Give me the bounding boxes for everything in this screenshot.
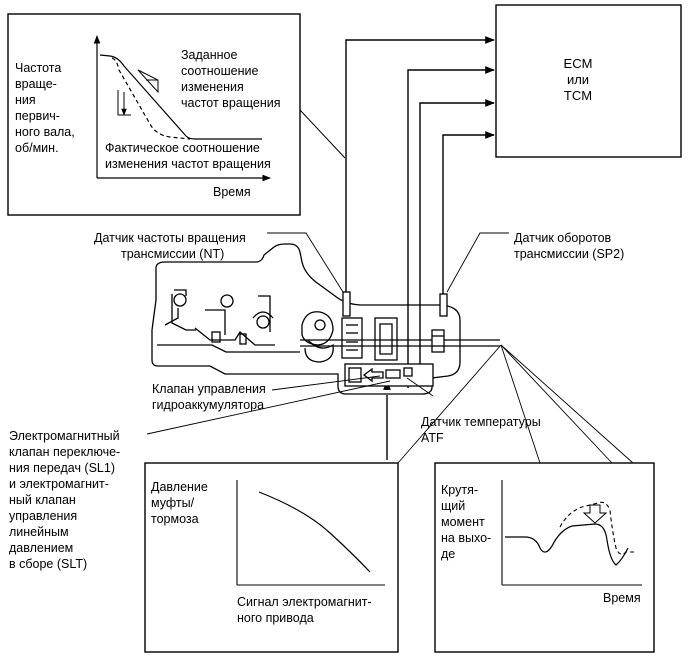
ecm-line-3: TCM [564, 88, 592, 103]
target-curve [99, 54, 262, 140]
torque-y-label-2: щий [441, 499, 465, 513]
speed-chart-panel: Частота враще- ния первич- ного вала, об… [7, 13, 346, 216]
target-label-2: соотношение [181, 64, 258, 78]
ecm-tcm-box: ECM или TCM [495, 4, 682, 158]
speed-y-label-2: враще- [15, 77, 57, 91]
pressure-x-label-2: ного привода [237, 611, 314, 625]
speed-y-label-4: первич- [15, 109, 60, 123]
transmission-case [151, 243, 461, 395]
ecm-line-1: ECM [564, 56, 593, 71]
torque-curve-solid [505, 523, 629, 566]
transmission-assembly [151, 243, 500, 395]
solenoid-label-3: ния передач (SL1) [9, 461, 115, 475]
pressure-y-label-3: тормоза [151, 512, 199, 526]
solenoid-label-5: ный клапан [9, 493, 76, 507]
callout-leaders [146, 232, 634, 464]
target-label-3: изменения [181, 80, 244, 94]
target-label-1: Заданное [181, 48, 238, 62]
accumulator-valve-label-2: гидроаккумулятора [152, 398, 264, 412]
torque-y-label-4: на выхо- [441, 531, 491, 545]
atf-sensor-label-2: ATF [421, 431, 444, 445]
solenoid-label-1: Электромагнитный [9, 429, 120, 443]
signal-lines [345, 36, 495, 460]
torque-y-label-3: момент [441, 515, 485, 529]
atf-sensor-label-1: Датчик температуры [421, 415, 541, 429]
torque-x-label: Время [603, 591, 641, 605]
solenoid-label-6: управления [9, 509, 77, 523]
torque-y-label-1: Крутя- [441, 483, 478, 497]
actual-curve [111, 57, 191, 140]
nt-sensor-label-1: Датчик частоты вращения [94, 231, 246, 245]
torque-chart-panel: Крутя- щий момент на выхо- де Время [434, 462, 655, 653]
speed-y-label-3: ния [15, 93, 36, 107]
speed-x-label: Время [213, 185, 251, 199]
speed-y-label-1: Частота [15, 61, 61, 75]
solenoid-label-7: линейным [9, 525, 69, 539]
target-label-4: частот вращения [181, 96, 280, 110]
torque-curve-dashed [559, 501, 636, 555]
solenoid-label-4: и электромагнит- [9, 477, 109, 491]
pressure-curve [258, 491, 371, 573]
actual-label-2: изменения частот вращения [105, 157, 271, 171]
actual-label-1: Фактическое соотношение [105, 141, 260, 155]
pressure-y-label-2: муфты/ [151, 496, 195, 510]
accumulator-valve-label-1: Клапан управления [152, 382, 266, 396]
torque-y-label-5: де [441, 547, 455, 561]
speed-y-label-6: об/мин. [15, 141, 59, 155]
sp2-sensor-label-2: трансмиссии (SP2) [514, 247, 624, 261]
pressure-chart-panel: Давление муфты/ тормоза Сигнал электрома… [144, 462, 399, 653]
nt-sensor-label-2: трансмиссии (NT) [121, 247, 224, 261]
ecm-line-2: или [567, 72, 589, 87]
pressure-y-label-1: Давление [151, 480, 208, 494]
solenoid-label-9: в сборе (SLT) [9, 557, 87, 571]
pressure-x-label-1: Сигнал электромагнит- [237, 595, 372, 609]
solenoid-label-8: давлением [9, 541, 73, 555]
speed-y-label-5: ного вала, [15, 125, 75, 139]
callout-labels: Датчик частоты вращения трансмиссии (NT)… [9, 231, 624, 571]
solenoid-label-2: клапан переключе- [9, 445, 120, 459]
sp2-sensor-label-1: Датчик оборотов [514, 231, 612, 245]
